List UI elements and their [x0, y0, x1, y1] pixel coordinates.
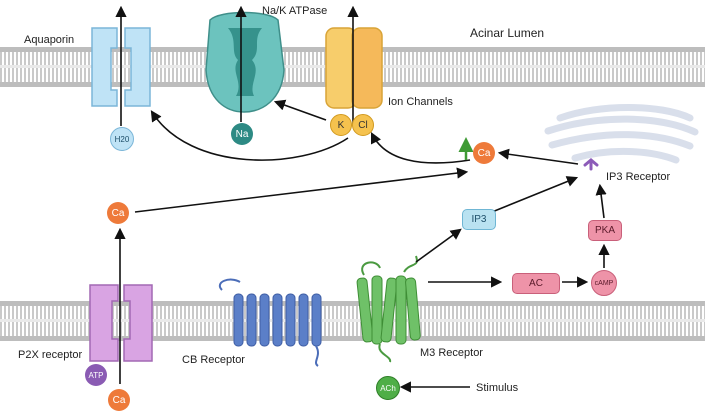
- label-ion-channels: Ion Channels: [388, 96, 453, 108]
- arrow-calcium-left-to-top: [134, 167, 469, 213]
- aquaporin-channel: [91, 27, 151, 107]
- p2x-receptor: [89, 284, 153, 362]
- label-aquaporin: Aquaporin: [24, 34, 75, 46]
- label-stimulus: Stimulus: [476, 382, 519, 394]
- camp-molecule: cAMP: [591, 270, 617, 296]
- cb-receptor: [219, 278, 322, 367]
- calcium-ion-extracellular: Ca: [108, 389, 130, 411]
- pka-kinase: PKA: [588, 220, 622, 241]
- arrow-ca-to-ion-channels: [370, 131, 471, 164]
- potassium-ion: K: [330, 114, 352, 136]
- arrow-ion-to-aquaporin: [150, 110, 349, 161]
- arrow-m3-to-ip3: [415, 228, 462, 263]
- ip3-receptor-icon: [583, 158, 599, 171]
- adenylyl-cyclase: AC: [512, 273, 560, 294]
- arrow-k-to-atpase: [273, 99, 327, 121]
- na-k-atpase-pump: [205, 11, 285, 113]
- label-m3-receptor: M3 Receptor: [420, 347, 483, 359]
- label-acinar-lumen: Acinar Lumen: [470, 26, 545, 40]
- label-ip3-receptor: IP3 Receptor: [606, 171, 671, 183]
- label-p2x-receptor: P2X receptor: [18, 349, 83, 361]
- calcium-ion-cytosol: Ca: [473, 142, 495, 164]
- arrow-ip3r-to-ca: [497, 148, 579, 165]
- calcium-ion-influx: Ca: [107, 202, 129, 224]
- arrow-pka-to-ip3r: [595, 183, 607, 219]
- label-nak-atpase: Na/K ATPase: [262, 5, 328, 17]
- atp-molecule: ATP: [85, 364, 107, 386]
- label-cb-receptor: CB Receptor: [182, 354, 245, 366]
- ion-channel-complex: [325, 27, 383, 109]
- arrow-ip3-to-ip3r: [491, 176, 579, 213]
- chloride-ion: Cl: [352, 114, 374, 136]
- sodium-ion: Na: [231, 123, 253, 145]
- m3-receptor: [356, 255, 421, 363]
- ip3-second-messenger: IP3: [462, 209, 496, 230]
- water-molecule: H20: [110, 127, 134, 151]
- basolateral-membrane: [0, 301, 705, 341]
- acetylcholine-ligand: ACh: [376, 376, 400, 400]
- endoplasmic-reticulum: [544, 104, 699, 164]
